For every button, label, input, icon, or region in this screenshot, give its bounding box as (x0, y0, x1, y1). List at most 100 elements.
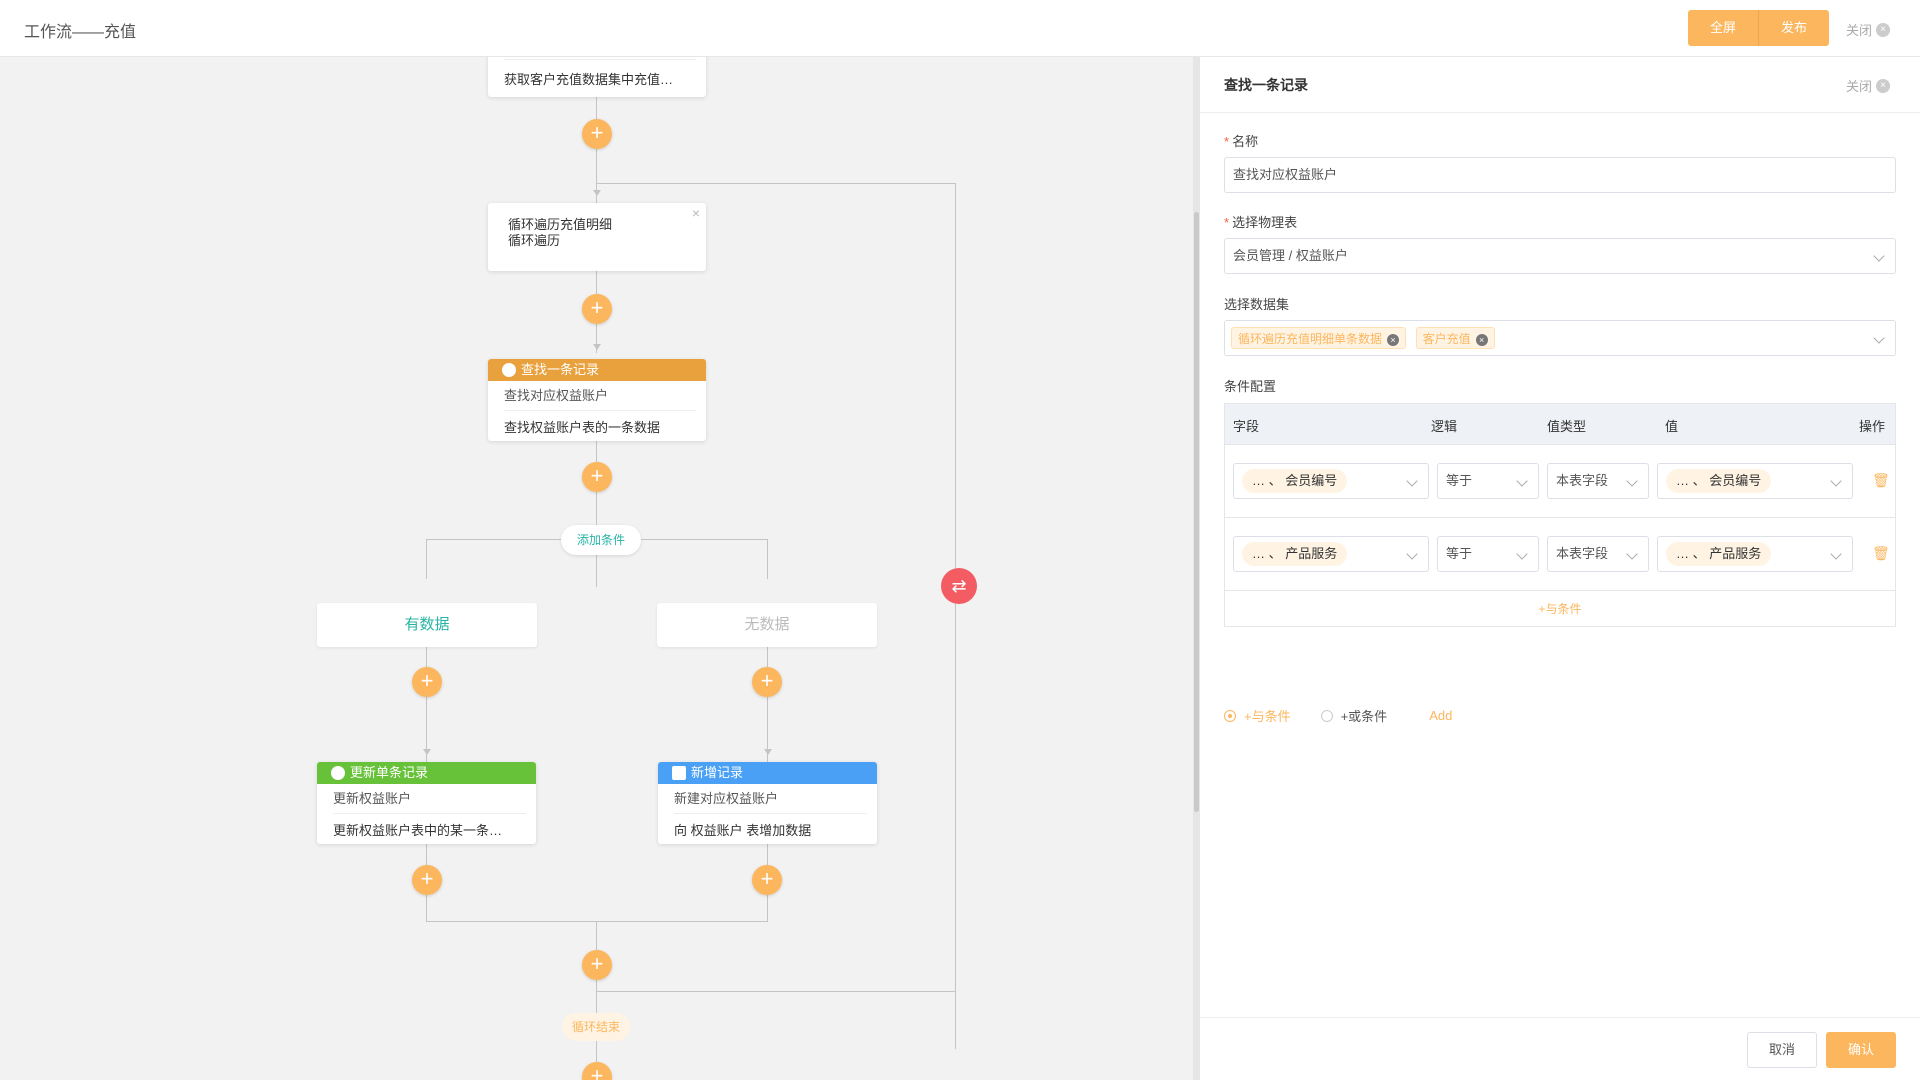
required-mark: * (1224, 215, 1230, 230)
branch-has-data[interactable]: 有数据 (317, 603, 537, 647)
logic-select[interactable]: 等于 (1437, 536, 1539, 572)
canvas-scrollbar[interactable] (1193, 57, 1200, 1080)
dataset-tag-label: 循环遍历充值明细单条数据 (1238, 332, 1383, 346)
table-label: *选择物理表 (1224, 212, 1297, 231)
condition-table: 字段 逻辑 值类型 值 操作 … 、 会员编号 等于 本表字段 … 、 会员编号 (1224, 403, 1896, 627)
node-title: 查找一条记录 (521, 362, 600, 377)
add-node-button[interactable]: + (582, 119, 612, 149)
radio-or-label[interactable]: +或条件 (1340, 709, 1388, 724)
value-type-select[interactable]: 本表字段 (1547, 463, 1649, 499)
node-desc: 查找权益账户表的一条数据 (504, 420, 661, 435)
add-node-button[interactable]: + (752, 865, 782, 895)
confirm-button[interactable]: 确认 (1826, 1032, 1896, 1068)
node-name: 更新权益账户 (333, 791, 412, 806)
add-node-button[interactable]: + (582, 294, 612, 324)
node-header: 新增记录 (658, 762, 877, 784)
delete-node-icon[interactable]: × (691, 205, 700, 221)
node-name: 查找对应权益账户 (504, 388, 609, 403)
chevron-down-icon (1406, 548, 1418, 560)
value-type-value: 本表字段 (1556, 546, 1609, 561)
dataset-tag: 循环遍历充值明细单条数据 × (1231, 327, 1407, 349)
panel-footer: 取消 确认 (1200, 1017, 1920, 1080)
scrollbar-thumb[interactable] (1194, 212, 1199, 812)
value-pill: … 、 会员编号 (1666, 469, 1772, 493)
remove-tag-icon[interactable]: × (1387, 333, 1400, 346)
add-node-button[interactable]: + (582, 950, 612, 980)
loop-node[interactable]: 循环遍历充值明细 循环遍历 × (488, 203, 706, 271)
panel-divider (1200, 112, 1920, 113)
field-select[interactable]: … 、 产品服务 (1233, 536, 1429, 572)
required-mark: * (1224, 134, 1230, 149)
value-value: 产品服务 (1709, 546, 1762, 561)
get-data-node[interactable]: 获取客户充值数据集中充值… (488, 57, 706, 97)
close-panel-button[interactable]: 关闭 × (1846, 76, 1891, 95)
node-config-panel: 查找一条记录 关闭 × *名称 查找对应权益账户 *选择物理表 会员管理 / 权… (1200, 57, 1920, 1080)
dataset-label: 选择数据集 (1224, 297, 1290, 312)
add-button[interactable]: Add (1429, 708, 1453, 723)
loop-node-text: 循环遍历充值明细 循环遍历 (488, 203, 706, 249)
radio-or[interactable] (1320, 709, 1333, 722)
dataset-select[interactable]: 循环遍历充值明细单条数据 × 客户充值 × (1224, 320, 1896, 356)
field-select[interactable]: … 、 会员编号 (1233, 463, 1429, 499)
workflow-canvas[interactable]: 获取客户充值数据集中充值… + 循环遍历充值明细 循环遍历 × + 查找一条记录… (0, 57, 1195, 1080)
update-record-node[interactable]: 更新单条记录 更新权益账户 更新权益账户表中的某一条… (317, 762, 536, 844)
chevron-down-icon (1873, 250, 1885, 262)
add-node-button[interactable]: + (752, 667, 782, 697)
loop-connector (596, 991, 956, 992)
trash-icon[interactable]: 🗑 (1872, 472, 1890, 488)
trash-icon[interactable]: 🗑 (1872, 545, 1890, 561)
add-node-button[interactable]: + (412, 865, 442, 895)
search-icon (502, 363, 516, 377)
node-desc: 获取客户充值数据集中充值… (504, 72, 674, 87)
cancel-button[interactable]: 取消 (1747, 1032, 1817, 1068)
remove-tag-icon[interactable]: × (1475, 333, 1488, 346)
radio-and[interactable] (1224, 709, 1236, 722)
field-value: 产品服务 (1285, 546, 1338, 561)
chevron-down-icon (1873, 332, 1885, 344)
add-condition-button[interactable]: 添加条件 (561, 525, 642, 555)
loop-toggle-icon[interactable]: ⇄ (941, 568, 977, 604)
create-record-node[interactable]: 新增记录 新建对应权益账户 向 权益账户 表增加数据 (658, 762, 877, 844)
node-header: 更新单条记录 (317, 762, 536, 784)
add-node-button[interactable]: + (412, 667, 442, 697)
logic-select[interactable]: 等于 (1437, 463, 1539, 499)
chevron-down-icon (1406, 475, 1418, 487)
chevron-down-icon (1516, 475, 1528, 487)
branch-connector (767, 622, 768, 812)
table-row: … 、 产品服务 等于 本表字段 … 、 产品服务 🗑 (1225, 517, 1895, 590)
publish-button[interactable]: 发布 (1759, 10, 1830, 46)
close-icon: × (1876, 78, 1891, 93)
loop-connector (955, 183, 956, 1049)
connector-arrow (764, 749, 772, 755)
col-action: 操作 (1859, 419, 1886, 434)
node-header: 查找一条记录 (488, 359, 706, 381)
close-icon: × (1876, 22, 1891, 37)
name-label-text: 名称 (1232, 134, 1259, 149)
name-input[interactable]: 查找对应权益账户 (1224, 157, 1896, 193)
value-select[interactable]: … 、 会员编号 (1657, 463, 1853, 499)
add-node-button[interactable]: + (582, 462, 612, 492)
node-desc: 向 权益账户 表增加数据 (674, 823, 812, 838)
table-select[interactable]: 会员管理 / 权益账户 (1224, 238, 1896, 274)
connector (596, 440, 597, 587)
branch-no-data[interactable]: 无数据 (657, 603, 877, 647)
add-node-button[interactable]: + (582, 1062, 612, 1080)
loop-node-subtitle: 循环遍历 (508, 233, 561, 248)
node-desc: 更新权益账户表中的某一条… (333, 823, 503, 838)
value-select[interactable]: … 、 产品服务 (1657, 536, 1853, 572)
fullscreen-button[interactable]: 全屏 (1688, 10, 1760, 46)
condition-label: 条件配置 (1224, 379, 1277, 394)
add-and-condition-link[interactable]: +与条件 (1225, 590, 1895, 626)
branch-connector (426, 539, 427, 579)
logic-value: 等于 (1446, 473, 1473, 488)
chevron-down-icon (1626, 548, 1638, 560)
close-workflow-button[interactable]: 关闭 × (1846, 20, 1891, 39)
find-record-node[interactable]: 查找一条记录 查找对应权益账户 查找权益账户表的一条数据 (488, 359, 706, 441)
col-logic: 逻辑 (1431, 419, 1458, 434)
value-type-select[interactable]: 本表字段 (1547, 536, 1649, 572)
dataset-tag-label: 客户充值 (1422, 332, 1471, 346)
radio-and-label[interactable]: +与条件 (1244, 709, 1291, 724)
top-bar: 工作流——充值 全屏 发布 关闭 × (0, 0, 1920, 57)
node-title: 新增记录 (691, 765, 744, 780)
node-divider (674, 813, 867, 814)
